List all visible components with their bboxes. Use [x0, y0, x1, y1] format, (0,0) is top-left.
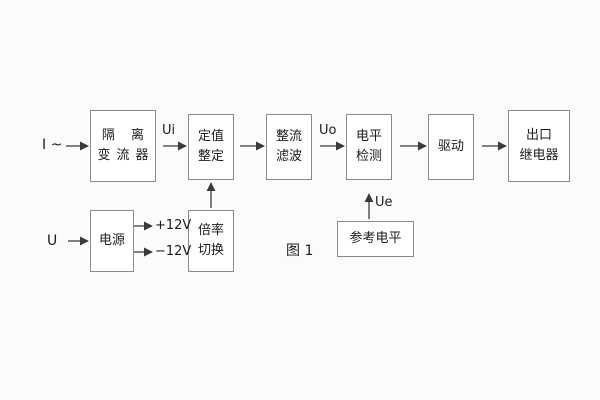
block-multiplier-switch: 倍率 切换 — [188, 210, 234, 272]
block-isolation-ct-line-2: 变流器 — [97, 148, 155, 163]
block-power-supply: 电源 — [90, 210, 134, 272]
block-isolation-ct: 隔 离 变流器 — [90, 110, 156, 182]
block-output-relay-line-1: 出口 — [525, 128, 552, 144]
block-rectify-filter: 整流 滤波 — [266, 114, 312, 180]
label-uo: Uo — [319, 123, 337, 138]
block-level-detect-line-2: 检测 — [355, 149, 382, 164]
label-current-input: I ~ — [42, 137, 63, 153]
block-drive-line-1: 驱动 — [437, 139, 464, 155]
block-rectify-filter-line-1: 整流 — [275, 129, 302, 145]
label-rail-negative: −12V — [155, 244, 192, 259]
block-rectify-filter-line-2: 滤波 — [275, 149, 302, 164]
block-power-supply-line-1: 电源 — [98, 233, 125, 249]
block-setting: 定值 整定 — [188, 114, 234, 180]
label-voltage-input: U — [47, 233, 58, 249]
label-ue: Ue — [375, 195, 393, 210]
block-setting-line-2: 整定 — [197, 149, 224, 164]
block-setting-line-1: 定值 — [197, 129, 224, 145]
block-multiplier-switch-line-1: 倍率 — [197, 223, 224, 239]
label-rail-positive: +12V — [155, 218, 192, 233]
block-output-relay-line-2: 继电器 — [519, 148, 559, 163]
diagram-caption: 图 1 — [286, 243, 314, 259]
block-level-detect-line-1: 电平 — [355, 129, 382, 145]
block-reference-level: 参考电平 — [337, 221, 414, 257]
label-ui: Ui — [162, 123, 176, 138]
block-drive: 驱动 — [428, 114, 474, 180]
block-multiplier-switch-line-2: 切换 — [197, 243, 224, 258]
block-reference-level-line-1: 参考电平 — [349, 231, 402, 247]
block-level-detect: 电平 检测 — [346, 114, 392, 180]
block-isolation-ct-line-1: 隔 离 — [101, 128, 151, 144]
block-output-relay: 出口 继电器 — [508, 110, 570, 182]
